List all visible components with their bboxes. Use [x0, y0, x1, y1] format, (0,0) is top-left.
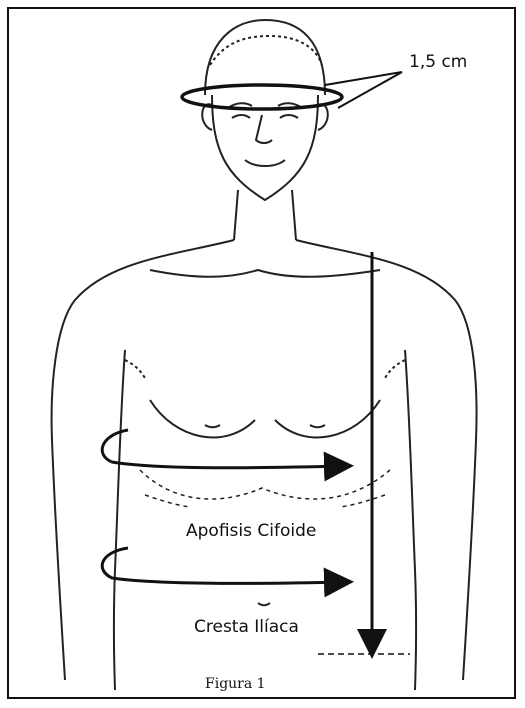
rib-cage-dashed: [140, 470, 390, 507]
iliac-crest-label: Cresta Ilíaca: [194, 617, 299, 637]
head-measure-label: 1,5 cm: [409, 52, 467, 72]
abdomen-circumference-arrow: [102, 548, 345, 583]
xiphoid-label: Apofisis Cifoide: [186, 521, 316, 541]
head-outline: [202, 20, 328, 240]
figure-caption: Figura 1: [205, 676, 266, 692]
